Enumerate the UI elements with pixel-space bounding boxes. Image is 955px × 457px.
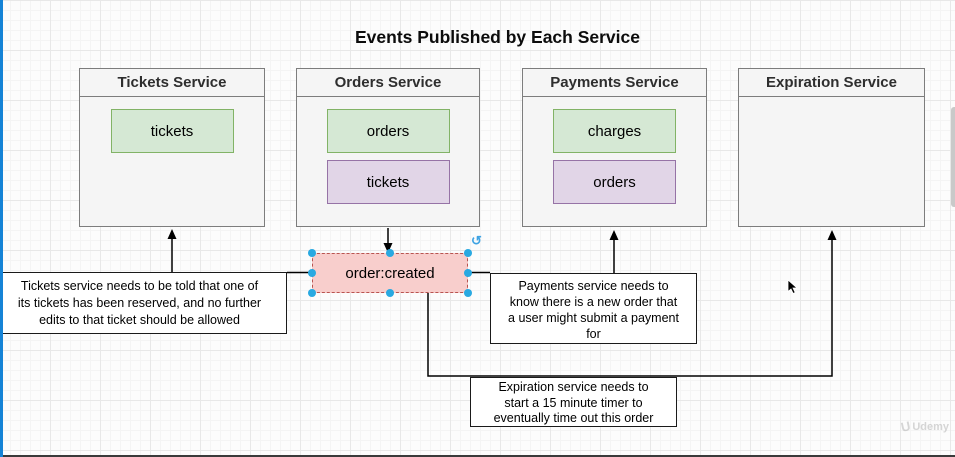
service-title: Tickets Service [80,69,264,97]
service-box-payments[interactable]: Payments Service charges orders [522,68,707,227]
service-box-expiration[interactable]: Expiration Service [738,68,925,227]
diagram-title: Events Published by Each Service [355,27,640,47]
event-pill[interactable]: orders [326,109,450,153]
mouse-cursor-icon [787,279,799,295]
bottom-bar [0,455,955,457]
note-line: Payments service needs to [518,279,669,293]
selection-handle-sw[interactable] [308,289,316,297]
note-line: a user might submit a payment [508,311,679,325]
udemy-watermark: U Udemy [899,418,949,435]
service-box-tickets[interactable]: Tickets Service tickets [79,68,265,227]
selection-handle-s[interactable] [386,289,394,297]
event-pill[interactable]: tickets [110,109,234,153]
udemy-logo-icon: U [899,418,912,435]
note-tickets-service[interactable]: Tickets service needs to be told that on… [0,272,287,334]
watermark-label: Udemy [912,420,949,433]
event-pill[interactable]: tickets [326,160,450,204]
note-payments-service[interactable]: Payments service needs to know there is … [490,273,697,344]
service-title: Payments Service [523,69,706,97]
selection-handle-w[interactable] [308,269,316,277]
rotate-icon[interactable]: ↻ [471,233,482,248]
note-line: its tickets has been reserved, and no fu… [17,296,262,310]
selection-handle-se[interactable] [464,289,472,297]
note-line: edits to that ticket should be allowed [39,313,240,327]
note-line: eventually time out this order [493,411,654,425]
selection-handle-e[interactable] [464,269,472,277]
event-pill[interactable]: orders [553,160,676,204]
service-title: Orders Service [297,69,479,97]
service-body: tickets [80,97,264,153]
selection-handle-ne[interactable] [464,249,472,257]
left-edge-accent-bar [0,0,3,457]
vertical-scrollbar-thumb[interactable] [951,107,955,207]
event-pill[interactable]: charges [553,109,676,153]
note-line: Tickets service needs to be told that on… [20,279,259,293]
order-created-event-box[interactable]: order:created [312,253,468,293]
selection-handle-n[interactable] [386,249,394,257]
service-box-orders[interactable]: Orders Service orders tickets [296,68,480,227]
service-body: charges orders [523,97,706,204]
selection-handle-nw[interactable] [308,249,316,257]
service-title: Expiration Service [739,69,924,97]
service-body: orders tickets [297,97,479,204]
note-expiration-service[interactable]: Expiration service needs to start a 15 m… [470,377,677,427]
note-line: Expiration service needs to [498,380,649,394]
note-line: know there is a new order that [509,295,678,309]
note-line: start a 15 minute timer to [504,395,643,410]
note-line: for [586,327,601,341]
